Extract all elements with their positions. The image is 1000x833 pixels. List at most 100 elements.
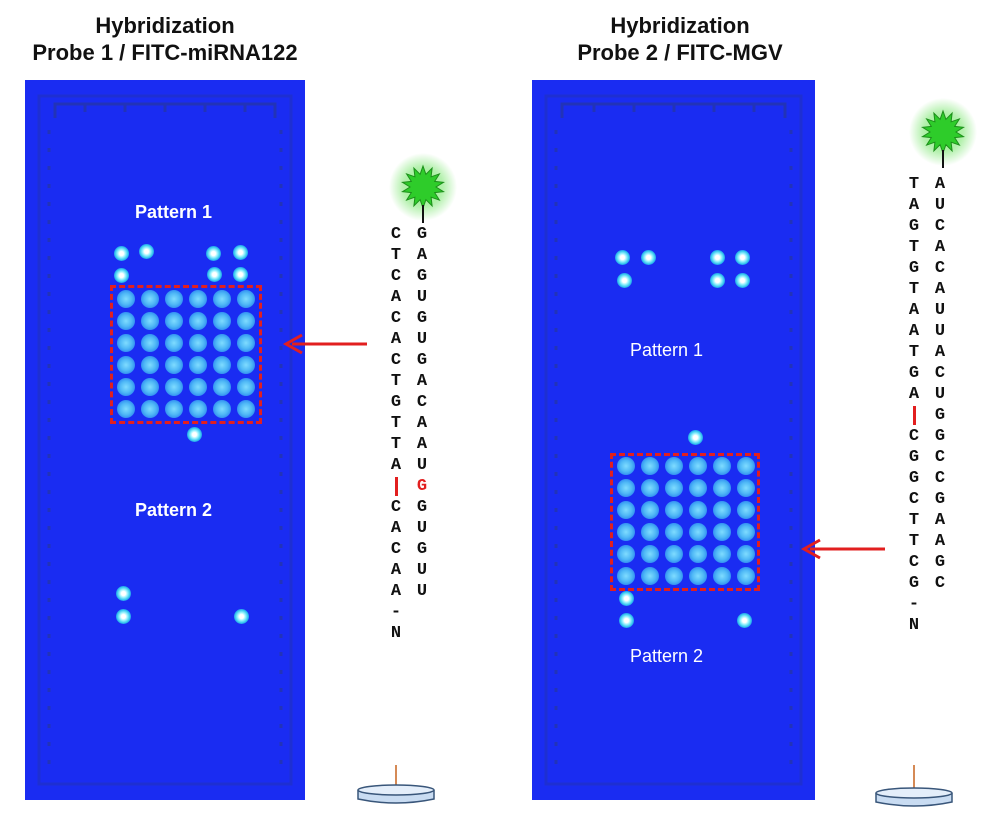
array-spot bbox=[165, 290, 183, 308]
marker-spot bbox=[618, 612, 634, 628]
array-spot bbox=[689, 523, 707, 541]
array-spot bbox=[665, 567, 683, 585]
array-spot bbox=[213, 356, 231, 374]
nucleotide: C bbox=[934, 574, 946, 593]
marker-spot bbox=[186, 426, 202, 442]
array-spot bbox=[689, 479, 707, 497]
marker-spot bbox=[709, 272, 725, 288]
nucleotide: - bbox=[390, 603, 402, 622]
array-spot bbox=[213, 290, 231, 308]
nucleotide: A bbox=[416, 246, 428, 265]
panel-2-solid-support-icon bbox=[875, 787, 953, 807]
nucleotide: N bbox=[390, 624, 402, 643]
nucleotide: U bbox=[416, 519, 428, 538]
nucleotide: G bbox=[908, 259, 920, 278]
array-spot bbox=[641, 567, 659, 585]
array-spot bbox=[737, 457, 755, 475]
array-spot bbox=[713, 523, 731, 541]
marker-spot bbox=[205, 245, 221, 261]
nucleotide: U bbox=[416, 582, 428, 601]
nucleotide: - bbox=[908, 595, 920, 614]
marker-spot bbox=[232, 244, 248, 260]
nucleotide: C bbox=[390, 498, 402, 517]
nucleotide: A bbox=[934, 280, 946, 299]
array-spot bbox=[117, 290, 135, 308]
nucleotide: C bbox=[390, 540, 402, 559]
panel-1-pattern-lower-label: Pattern 2 bbox=[135, 500, 213, 520]
marker-spot bbox=[736, 612, 752, 628]
array-spot bbox=[689, 567, 707, 585]
array-spot bbox=[117, 378, 135, 396]
array-spot bbox=[213, 378, 231, 396]
nucleotide: A bbox=[390, 330, 402, 349]
array-spot bbox=[117, 356, 135, 374]
nucleotide: G bbox=[908, 469, 920, 488]
array-spot bbox=[617, 567, 635, 585]
nucleotide: C bbox=[390, 225, 402, 244]
nucleotide: G bbox=[934, 427, 946, 446]
array-spot bbox=[737, 567, 755, 585]
nucleotide: A bbox=[908, 196, 920, 215]
array-spot bbox=[641, 523, 659, 541]
slide-frame-marks bbox=[544, 94, 803, 786]
panel-1-title-line1: Hybridization bbox=[95, 13, 235, 38]
nucleotide: G bbox=[934, 490, 946, 509]
array-spot bbox=[713, 545, 731, 563]
nucleotide: A bbox=[908, 385, 920, 404]
array-spot bbox=[213, 312, 231, 330]
array-spot bbox=[165, 312, 183, 330]
panel-1-title-line2: Probe 1 / FITC-miRNA122 bbox=[32, 40, 298, 65]
nucleotide: A bbox=[908, 322, 920, 341]
nucleotide: G bbox=[416, 225, 428, 244]
marker-spot bbox=[232, 266, 248, 282]
nucleotide: C bbox=[934, 448, 946, 467]
array-spot bbox=[189, 356, 207, 374]
nucleotide: C bbox=[934, 364, 946, 383]
array-spot bbox=[737, 545, 755, 563]
array-spot bbox=[189, 334, 207, 352]
nucleotide: U bbox=[934, 301, 946, 320]
nucleotide: A bbox=[934, 175, 946, 194]
marker-spot bbox=[113, 267, 129, 283]
panel-1-fitc-star-icon bbox=[389, 153, 457, 223]
array-spot bbox=[737, 501, 755, 519]
array-spot bbox=[665, 523, 683, 541]
array-spot bbox=[641, 479, 659, 497]
marker-spot bbox=[734, 272, 750, 288]
array-spot bbox=[641, 457, 659, 475]
array-spot bbox=[141, 312, 159, 330]
array-spot bbox=[117, 400, 135, 418]
array-spot bbox=[141, 356, 159, 374]
nucleotide: G bbox=[908, 448, 920, 467]
panel-1-red-arrow-icon bbox=[282, 333, 367, 355]
nucleotide: U bbox=[934, 196, 946, 215]
nucleotide: C bbox=[934, 469, 946, 488]
marker-spot bbox=[115, 608, 131, 624]
nucleotide: C bbox=[908, 427, 920, 446]
array-spot bbox=[689, 457, 707, 475]
nucleotide: N bbox=[908, 616, 920, 635]
array-spot bbox=[713, 457, 731, 475]
panel-2-linker bbox=[913, 765, 915, 790]
array-spot bbox=[737, 523, 755, 541]
array-spot bbox=[165, 378, 183, 396]
array-spot bbox=[617, 479, 635, 497]
array-spot bbox=[713, 501, 731, 519]
panel-2-pattern-lower-label: Pattern 2 bbox=[630, 646, 704, 666]
array-spot bbox=[665, 479, 683, 497]
array-spot bbox=[165, 356, 183, 374]
panel-2-slide: Pattern 1 Pattern 2 bbox=[532, 80, 815, 800]
nucleotide: G bbox=[416, 498, 428, 517]
nucleotide: C bbox=[908, 490, 920, 509]
array-spot bbox=[617, 501, 635, 519]
array-spot bbox=[237, 334, 255, 352]
nucleotide: A bbox=[908, 301, 920, 320]
marker-spot bbox=[206, 266, 222, 282]
array-spot bbox=[737, 479, 755, 497]
nucleotide: A bbox=[390, 582, 402, 601]
nucleotide: C bbox=[934, 217, 946, 236]
nucleotide: T bbox=[908, 532, 920, 551]
panel-2-title-line2: Probe 2 / FITC-MGV bbox=[577, 40, 783, 65]
